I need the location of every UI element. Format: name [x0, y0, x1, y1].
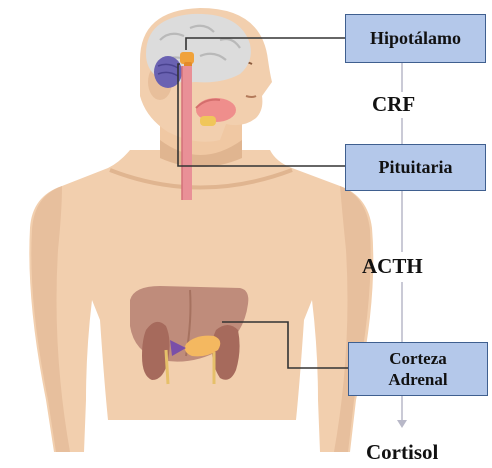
adrenal-cortex-box: Corteza Adrenal [348, 342, 488, 396]
hypothalamus-label: Hipotálamo [370, 28, 461, 49]
adrenal-cortex-label: Corteza Adrenal [388, 348, 447, 390]
acth-label: ACTH [362, 254, 423, 279]
crf-label: CRF [372, 92, 415, 117]
pituitary-box: Pituitaria [345, 144, 486, 191]
pituitary-label: Pituitaria [379, 157, 453, 178]
cortisol-label: Cortisol [366, 440, 438, 465]
hypothalamus-box: Hipotálamo [345, 14, 486, 63]
arrow-down-icon [397, 420, 407, 428]
